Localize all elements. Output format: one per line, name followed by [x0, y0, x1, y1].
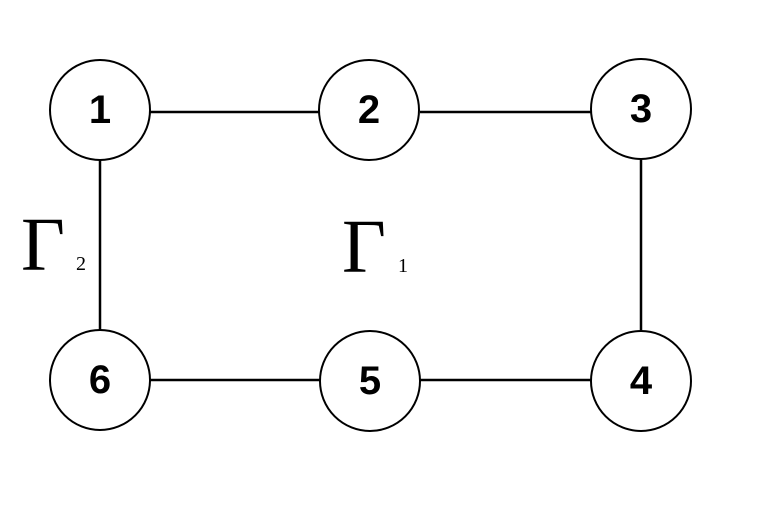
region-gamma-1-subscript: 1 — [398, 255, 408, 277]
node-6-label: 6 — [89, 358, 111, 402]
node-3: 3 — [590, 58, 692, 160]
region-gamma-1-symbol: Γ — [342, 205, 386, 289]
region-gamma-2-label: Γ 2 — [21, 203, 86, 287]
node-4-label: 4 — [630, 359, 653, 403]
node-1-label: 1 — [89, 88, 111, 132]
node-5-label: 5 — [359, 359, 381, 403]
node-2: 2 — [318, 59, 420, 161]
node-1: 1 — [49, 59, 151, 161]
node-6: 6 — [49, 329, 151, 431]
node-5: 5 — [319, 330, 421, 432]
node-3-label: 3 — [630, 87, 652, 131]
region-gamma-2-symbol: Γ — [21, 203, 65, 287]
node-2-label: 2 — [358, 88, 380, 132]
node-4: 4 — [590, 330, 692, 432]
region-gamma-2-subscript: 2 — [76, 253, 86, 275]
region-gamma-1-label: Γ 1 — [342, 205, 408, 289]
